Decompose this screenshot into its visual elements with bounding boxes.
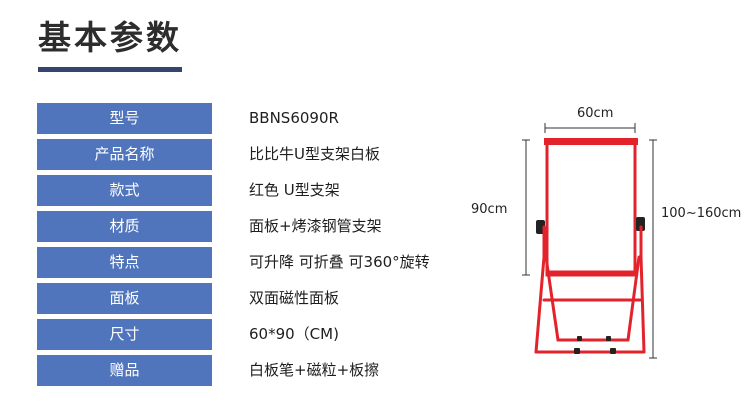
height-label: 90cm bbox=[471, 202, 508, 217]
spec-label: 材质 bbox=[37, 211, 212, 242]
spec-row-features: 特点 bbox=[37, 247, 212, 278]
spec-label: 特点 bbox=[37, 247, 212, 278]
spec-row-model: 型号 bbox=[37, 103, 212, 134]
width-dimension-line bbox=[544, 123, 636, 133]
spec-row-size: 尺寸 bbox=[37, 319, 212, 350]
height-dimension-line bbox=[522, 139, 530, 276]
spec-label: 尺寸 bbox=[37, 319, 212, 350]
spec-value: 60*90（CM) bbox=[249, 325, 339, 343]
spec-value: BBNS6090R bbox=[249, 109, 339, 127]
width-label: 60cm bbox=[577, 106, 614, 121]
stand-feet bbox=[574, 336, 616, 354]
whiteboard-stand-illustration bbox=[460, 100, 750, 380]
spec-value: 双面磁性面板 bbox=[249, 289, 340, 307]
spec-value: 可升降 可折叠 可360°旋转 bbox=[249, 253, 430, 271]
spec-row-product-name: 产品名称 bbox=[37, 139, 212, 170]
spec-label: 产品名称 bbox=[37, 139, 212, 170]
spec-label: 型号 bbox=[37, 103, 212, 134]
spec-value: 红色 U型支架 bbox=[249, 181, 340, 199]
spec-row-style: 款式 bbox=[37, 175, 212, 206]
whiteboard-stand-drawing bbox=[522, 123, 657, 359]
spec-value: 白板笔+磁粒+板擦 bbox=[249, 361, 380, 379]
spec-row-panel: 面板 bbox=[37, 283, 212, 314]
u-stand-frame bbox=[534, 225, 646, 354]
spec-row-gifts: 赠品 bbox=[37, 355, 212, 386]
page-title: 基本参数 bbox=[38, 18, 182, 57]
whiteboard-panel bbox=[544, 138, 638, 277]
stand-height-dimension-line bbox=[649, 139, 657, 359]
spec-label: 款式 bbox=[37, 175, 212, 206]
spec-label: 赠品 bbox=[37, 355, 212, 386]
spec-label: 面板 bbox=[37, 283, 212, 314]
title-underline bbox=[38, 67, 182, 72]
stand-height-label: 100~160cm bbox=[661, 206, 742, 221]
spec-row-material: 材质 bbox=[37, 211, 212, 242]
spec-value: 比比牛U型支架白板 bbox=[249, 145, 380, 163]
spec-value: 面板+烤漆钢管支架 bbox=[249, 217, 382, 235]
